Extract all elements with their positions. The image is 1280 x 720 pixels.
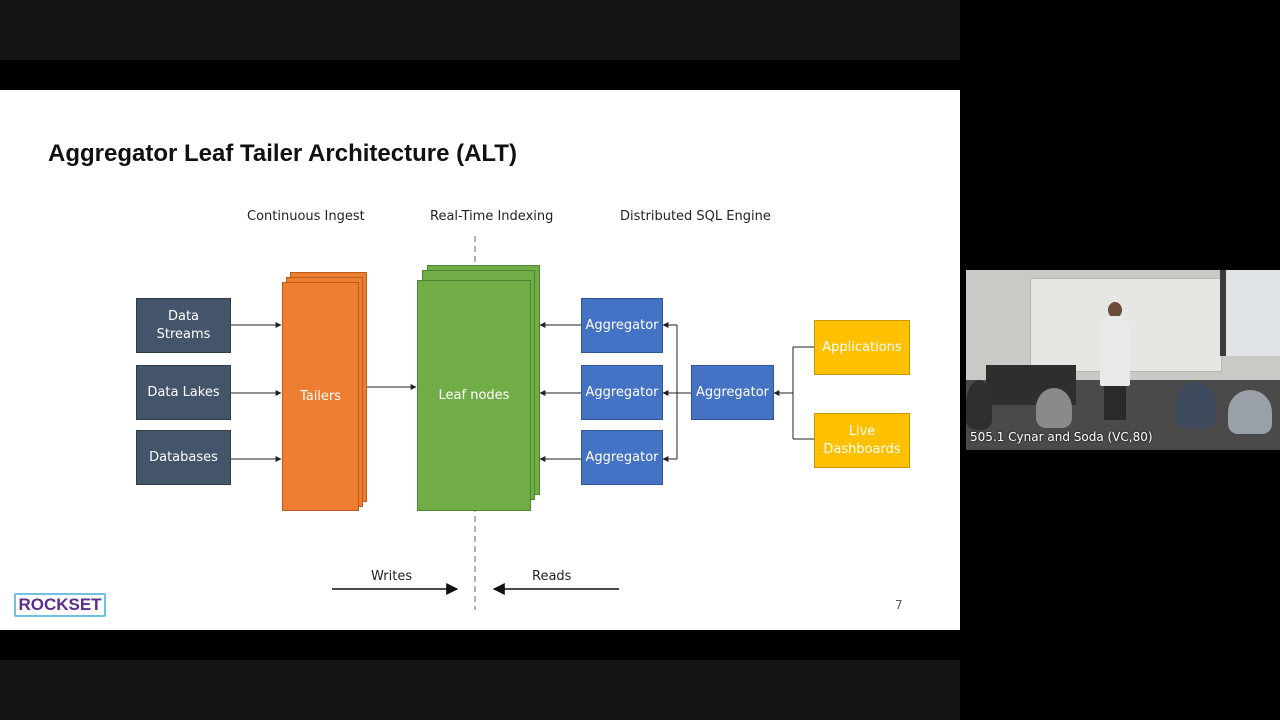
bottom-letterbox [0,660,960,720]
writes-label: Writes [371,569,413,584]
header-real-time-indexing: Real-Time Indexing [430,209,554,224]
reads-label: Reads [532,569,572,584]
applications-box: Applications [814,320,910,375]
video-caption: 505.1 Cynar and Soda (VC,80) [970,430,1153,444]
live-dashboards-box: Live Dashboards [814,413,910,468]
top-letterbox [0,0,960,60]
tailers-box: Tailers [282,282,359,511]
source-databases: Databases [136,430,231,485]
presentation-slide: Aggregator Leaf Tailer Architecture (ALT… [0,90,960,630]
video-projector-screen [1220,270,1280,356]
diagram-connectors [231,236,814,610]
source-data-lakes: Data Lakes [136,365,231,420]
video-speaker-head [1108,302,1122,318]
aggregator-top: Aggregator [581,298,663,353]
video-speaker-legs [1104,386,1126,420]
video-audience-member [1036,388,1072,428]
aggregator-middle: Aggregator [581,365,663,420]
aggregator-root: Aggregator [691,365,774,420]
speaker-video-feed: 505.1 Cynar and Soda (VC,80) [966,270,1280,450]
video-audience-member [1228,390,1272,434]
video-speaker [1100,316,1130,386]
slide-title: Aggregator Leaf Tailer Architecture (ALT… [48,140,517,167]
video-audience-member [966,380,992,430]
video-audience-member [1176,382,1216,428]
header-continuous-ingest: Continuous Ingest [247,209,365,224]
rockset-logo: ROCKSET [14,593,106,617]
slide-page-number: 7 [895,598,903,612]
header-distributed-sql-engine: Distributed SQL Engine [620,209,771,224]
aggregator-bottom: Aggregator [581,430,663,485]
source-data-streams: Data Streams [136,298,231,353]
leaf-nodes-box: Leaf nodes [417,280,531,511]
